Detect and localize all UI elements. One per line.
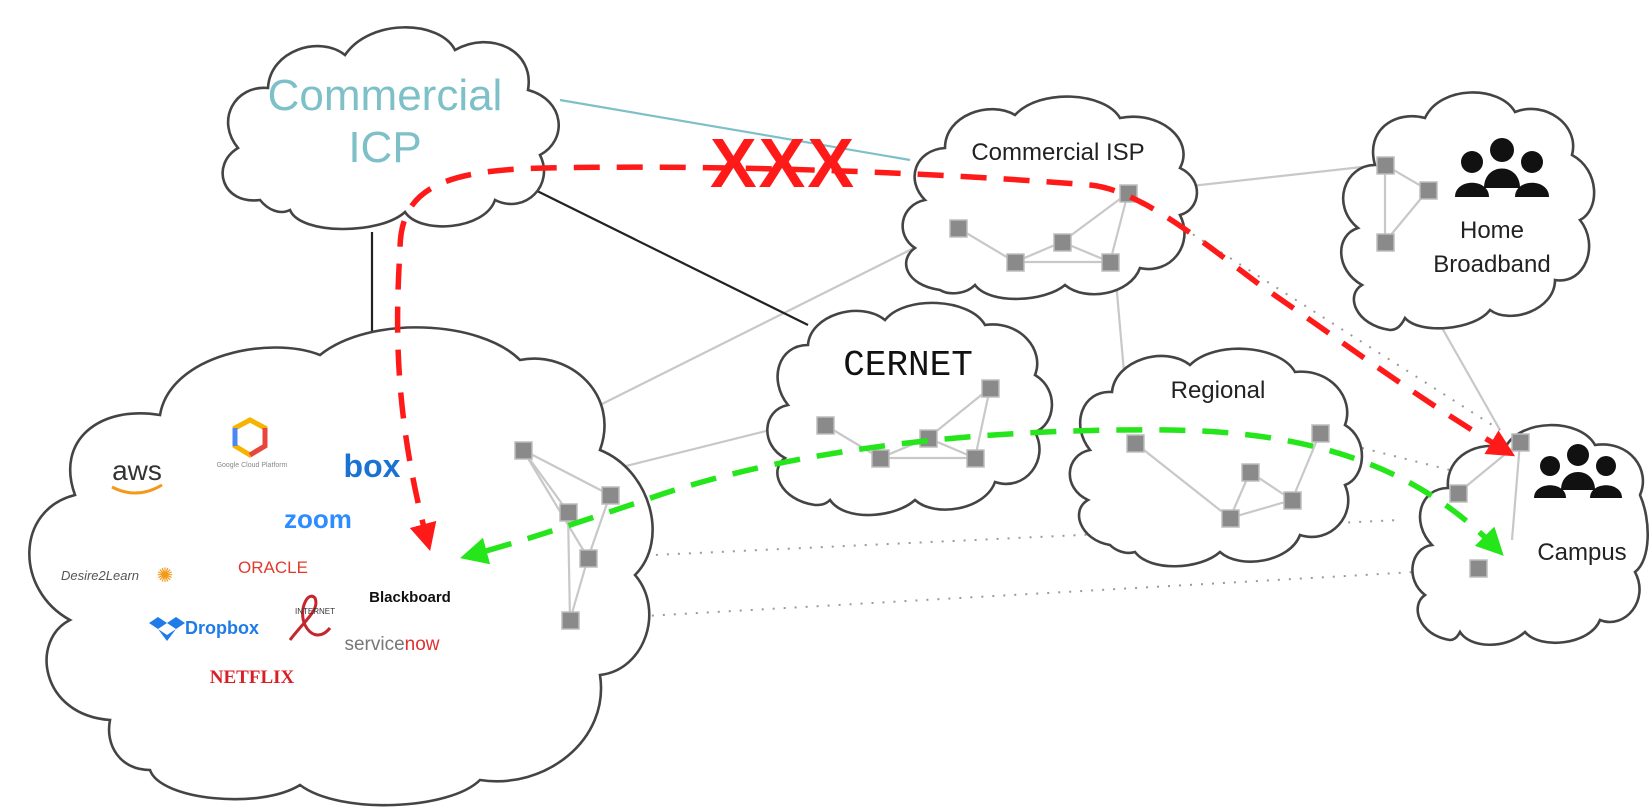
cernet-label: CERNET bbox=[843, 345, 973, 386]
zoom-logo: zoom bbox=[284, 504, 352, 534]
blackboard-logo: Blackboard bbox=[369, 589, 451, 606]
campus-router-node bbox=[1511, 433, 1530, 452]
campus-cloud: Campus bbox=[1411, 423, 1649, 646]
home-router-node bbox=[1419, 181, 1438, 200]
icp-to-isp-link bbox=[559, 98, 911, 162]
home-broadband-label-line2: Broadband bbox=[1433, 251, 1550, 278]
internet2-swoosh-icon bbox=[288, 594, 332, 641]
cernet-cloud: CERNET bbox=[766, 301, 1054, 517]
commercial-icp-label-line2: ICP bbox=[348, 123, 421, 172]
oracle-logo: ORACLE bbox=[238, 558, 308, 577]
campus-router-node bbox=[1449, 484, 1468, 503]
internet2-logo: INTERNET bbox=[295, 607, 335, 616]
cernet-router-node bbox=[966, 449, 985, 468]
regional-router-node bbox=[1283, 491, 1302, 510]
desire2learn-logo: Desire2Learn bbox=[61, 568, 139, 583]
netflix-logo: NETFLIX bbox=[210, 667, 295, 688]
commercial-icp-cloud: Commercial ICP bbox=[221, 26, 560, 231]
cloud-services-router-node bbox=[601, 486, 620, 505]
cloud-services-router-node bbox=[561, 611, 580, 630]
regional-label: Regional bbox=[1171, 377, 1266, 404]
desire2learn-burst-icon: ✺ bbox=[157, 563, 174, 587]
cernet-router-node bbox=[816, 416, 835, 435]
people-group-icon bbox=[1534, 444, 1622, 498]
icp-to-cernet-link bbox=[524, 184, 809, 326]
campus-label: Campus bbox=[1537, 539, 1626, 566]
commercial-isp-cloud: Commercial ISP bbox=[901, 95, 1199, 301]
home-router-node bbox=[1376, 156, 1395, 175]
google-cloud-icon bbox=[232, 417, 268, 458]
isp-router-node bbox=[1101, 253, 1120, 272]
google-cloud-logo-text: Google Cloud Platform bbox=[217, 462, 288, 469]
isp-router-node bbox=[1053, 233, 1072, 252]
blocked-commercial-route-arrow bbox=[394, 164, 1516, 551]
education-route-arrow bbox=[460, 427, 1504, 565]
cloud-services-cloud: aws Google Cloud Platform box zoom Desir… bbox=[28, 326, 654, 807]
cernet-router-node bbox=[871, 449, 890, 468]
regional-router-node bbox=[1221, 509, 1240, 528]
regional-cloud: Regional bbox=[1068, 347, 1364, 568]
aws-smile-icon bbox=[111, 483, 163, 495]
isp-router-node bbox=[949, 219, 968, 238]
dropbox-icon bbox=[149, 617, 185, 641]
dropbox-logo: Dropbox bbox=[185, 618, 259, 638]
commercial-icp-label-line1: Commercial bbox=[268, 71, 503, 120]
home-broadband-label-line1: Home bbox=[1460, 217, 1524, 244]
regional-router-node bbox=[1241, 463, 1260, 482]
commercial-isp-label: Commercial ISP bbox=[971, 139, 1144, 166]
cernet-router-node bbox=[981, 379, 1000, 398]
cernet-router-node bbox=[919, 429, 938, 448]
regional-router-node bbox=[1311, 424, 1330, 443]
isp-router-node bbox=[1006, 253, 1025, 272]
cloud-services-router-node bbox=[559, 503, 578, 522]
aws-logo: aws bbox=[112, 455, 162, 486]
blocked-link-marker: XXX bbox=[710, 124, 856, 202]
home-router-node bbox=[1376, 233, 1395, 252]
cloud-services-router-node bbox=[579, 549, 598, 568]
home-broadband-cloud: Home Broadband bbox=[1339, 91, 1596, 332]
servicenow-logo: servicenow bbox=[344, 634, 439, 655]
regional-router-node bbox=[1126, 434, 1145, 453]
people-group-icon bbox=[1455, 138, 1549, 197]
cloud-services-router-node bbox=[514, 441, 533, 460]
campus-router-node bbox=[1469, 559, 1488, 578]
box-logo: box bbox=[344, 448, 401, 484]
